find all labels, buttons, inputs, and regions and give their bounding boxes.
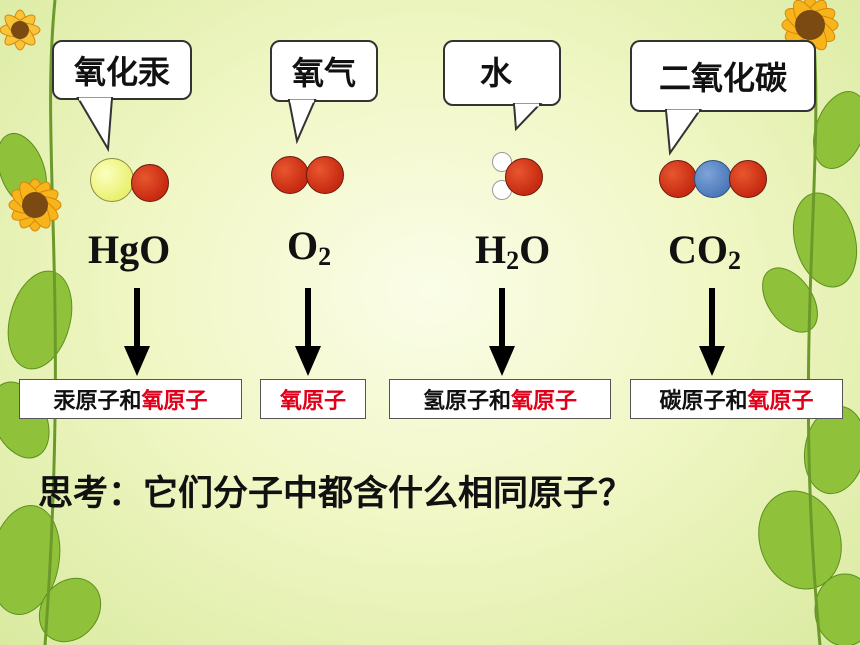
formula-o2: O2	[287, 222, 331, 272]
leaf-icon	[758, 91, 860, 645]
atom-box-co2: 碳原子和氧原子	[630, 379, 843, 419]
common-atom-text: 氧原子	[511, 389, 578, 414]
bubble-tail	[512, 103, 543, 132]
formula-base: CO	[668, 227, 728, 272]
atom-text: 氢原子和	[422, 389, 511, 414]
bubble-label: 氧化汞	[73, 53, 170, 91]
bubble-tail	[664, 109, 702, 156]
atom-box-o2: 氧原子	[260, 379, 366, 419]
oxygen-atom	[131, 164, 169, 202]
atom-text: 汞原子和	[53, 389, 142, 414]
bubble-oxygen: 氧气	[270, 40, 378, 102]
sunflower-icon	[8, 178, 62, 232]
sunflower-icon	[0, 9, 41, 51]
oxygen-atom	[505, 158, 543, 196]
bubble-label: 二氧化碳	[658, 59, 787, 97]
formula-base: H	[475, 227, 507, 272]
bubble-label: 水	[480, 54, 513, 92]
bubble-carbon-dioxide: 二氧化碳	[630, 40, 816, 112]
bubble-mercury-oxide: 氧化汞	[52, 40, 192, 100]
oxygen-atom	[271, 156, 309, 194]
common-atom-text: 氧原子	[747, 389, 814, 414]
common-atom-text: 氧原子	[279, 389, 346, 414]
arrow-down-icon	[699, 288, 725, 376]
formula-hgo: HgO	[88, 226, 170, 273]
formula-co2: CO2	[668, 226, 741, 276]
atom-text: 碳原子和	[659, 389, 748, 414]
formula-subscript: 2	[318, 242, 332, 271]
formula-subscript: 2	[506, 246, 520, 275]
oxygen-atom	[659, 160, 697, 198]
bubble-water: 水	[443, 40, 561, 106]
atom-box-h2o: 氢原子和氧原子	[389, 379, 611, 419]
sunflower-icon	[781, 0, 839, 54]
formula-h2o: H2O	[475, 226, 550, 276]
carbon-atom	[694, 160, 732, 198]
arrow-down-icon	[489, 288, 515, 376]
formula-base: O	[287, 223, 319, 268]
formula-subscript: 2	[728, 246, 741, 275]
atom-box-hgo: 汞原子和氧原子	[19, 379, 242, 419]
oxygen-atom	[729, 160, 767, 198]
bubble-tail	[287, 99, 317, 145]
mercury-atom	[90, 158, 134, 202]
formula-text: HgO	[88, 227, 171, 272]
think-question: 思考：它们分子中都含什么相同原子？	[38, 474, 634, 514]
bubble-tail	[76, 97, 114, 153]
arrow-down-icon	[124, 288, 150, 376]
bubble-label: 氧气	[291, 54, 356, 92]
arrow-down-icon	[295, 288, 321, 376]
common-atom-text: 氧原子	[141, 389, 208, 414]
formula-tail: O	[519, 227, 551, 272]
oxygen-atom	[306, 156, 344, 194]
